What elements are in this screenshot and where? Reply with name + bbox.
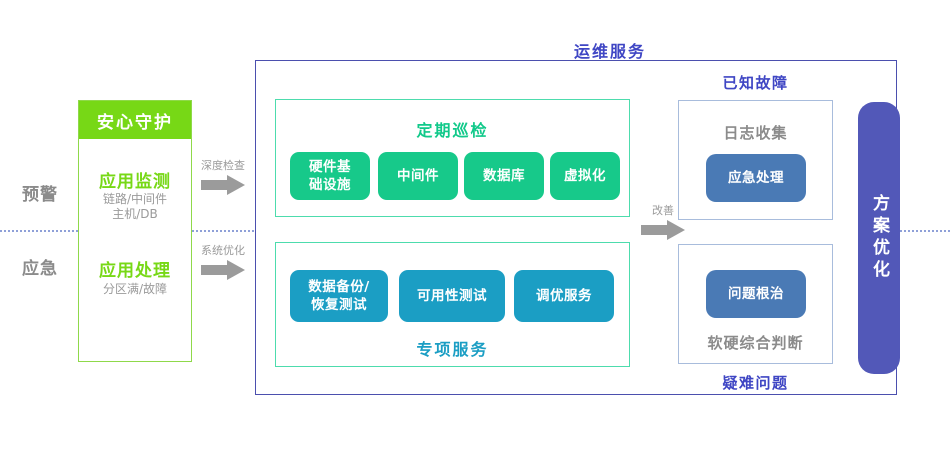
arrow-improvement-label: 改善 <box>652 204 674 217</box>
guard-block-monitoring-sub-2: 主机/DB <box>112 207 158 221</box>
outcome-bar[interactable]: 方案优化 <box>858 102 900 374</box>
special-service-panel-title: 专项服务 <box>416 340 489 359</box>
arrow-deep-inspection-glyph <box>201 175 245 195</box>
stage-label-warning: 预警 <box>22 185 58 205</box>
inspection-item-hardware-line1: 硬件基 <box>309 159 351 175</box>
page-title: 运维服务 <box>573 42 646 61</box>
inspection-item-virtualization[interactable]: 虚拟化 <box>550 152 620 200</box>
arrow-improvement-glyph <box>641 220 685 240</box>
inspection-item-database[interactable]: 数据库 <box>464 152 544 200</box>
stage-label-emergency: 应急 <box>22 259 58 279</box>
known-fault-title: 已知故障 <box>722 74 789 92</box>
special-item-backup-restore-line1: 数据备份/ <box>308 279 370 295</box>
known-fault-caption: 日志收集 <box>723 124 788 142</box>
special-item-availability-test[interactable]: 可用性测试 <box>399 270 505 322</box>
special-item-backup-restore-line2: 恢复测试 <box>311 297 367 313</box>
inspection-panel-title: 定期巡检 <box>416 121 489 140</box>
guard-block-handling-sub-1: 分区满/故障 <box>102 282 168 296</box>
inspection-item-hardware[interactable]: 硬件基 础设施 <box>290 152 370 200</box>
arrow-system-optimization: 系统优化 <box>192 242 254 280</box>
hard-problem-caption: 软硬综合判断 <box>707 334 804 352</box>
guard-block-monitoring-sub-1: 链路/中间件 <box>102 192 168 206</box>
hard-problem-title: 疑难问题 <box>722 374 789 392</box>
arrow-system-optimization-label: 系统优化 <box>201 244 245 257</box>
special-item-tuning-service[interactable]: 调优服务 <box>514 270 614 322</box>
guard-card: 安心守护 <box>78 100 192 362</box>
guard-block-monitoring-title: 应用监测 <box>99 172 171 192</box>
outcome-bar-label: 方案优化 <box>869 194 889 282</box>
arrow-system-optimization-glyph <box>201 260 245 280</box>
arrow-deep-inspection-label: 深度检查 <box>201 159 245 172</box>
known-fault-action[interactable]: 应急处理 <box>706 154 806 202</box>
guard-block-handling-title: 应用处理 <box>99 261 171 281</box>
special-item-backup-restore[interactable]: 数据备份/ 恢复测试 <box>290 270 388 322</box>
arrow-deep-inspection: 深度检查 <box>192 157 254 195</box>
guard-card-header: 安心守护 <box>79 101 191 139</box>
inspection-item-middleware[interactable]: 中间件 <box>378 152 458 200</box>
hard-problem-action[interactable]: 问题根治 <box>706 270 806 318</box>
inspection-item-hardware-line2: 础设施 <box>309 177 351 193</box>
arrow-improvement: 改善 <box>632 202 694 240</box>
